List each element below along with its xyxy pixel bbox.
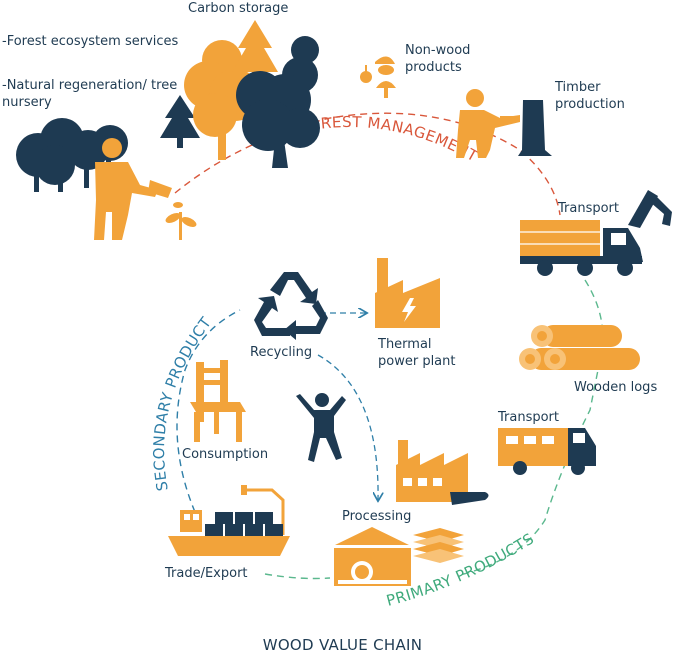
wooden-logs-label: Wooden logs — [574, 380, 658, 395]
non-wood-label-line1: Non-wood — [405, 43, 471, 58]
lumberjack-icon — [456, 89, 552, 158]
delivery-truck-icon — [498, 428, 596, 475]
wooden-logs-icon — [519, 325, 640, 370]
mushroom-icon — [360, 56, 396, 98]
trade-path — [264, 573, 331, 580]
timber-label-line2: production — [555, 97, 625, 112]
recycling-to-processing-arrow — [317, 354, 378, 500]
natural-regeneration-label-line2: nursery — [2, 95, 52, 110]
secondary-products-path — [176, 309, 241, 513]
cargo-ship-icon — [168, 485, 290, 556]
forest-cluster-icon — [160, 20, 320, 168]
factory-icon — [396, 440, 489, 505]
forest-management-label: FOREST MANAGEMENT — [298, 113, 482, 166]
power-plant-icon — [375, 258, 440, 328]
seedling-icon — [165, 202, 197, 240]
trade-export-label: Trade/Export — [165, 566, 248, 581]
secondary-products-label: SECONDARY PRODUCTS — [0, 0, 215, 492]
natural-regeneration-label-line1: -Natural regeneration/ tree — [2, 78, 178, 93]
plywood-icon — [413, 528, 464, 563]
log-truck-icon — [520, 190, 672, 276]
thermal-label-line1: Thermal — [378, 337, 432, 352]
processing-label: Processing — [342, 509, 412, 524]
thermal-label-line2: power plant — [378, 354, 456, 369]
timber-label-line1: Timber — [555, 80, 601, 95]
non-wood-label-line2: products — [405, 60, 462, 75]
gardener-icon — [94, 138, 172, 240]
recycle-icon — [254, 272, 328, 340]
forest-services-label: -Forest ecosystem services — [2, 34, 179, 49]
carbon-storage-label: Carbon storage — [188, 1, 289, 16]
forest-management-path — [174, 112, 561, 216]
page-title: WOOD VALUE CHAIN — [262, 636, 423, 654]
chair-icon — [190, 360, 246, 442]
sawmill-icon — [334, 527, 411, 586]
consumption-label: Consumption — [182, 447, 269, 462]
transport-top-label: Transport — [558, 201, 620, 216]
transport-mid-label: Transport — [498, 410, 560, 425]
primary-products-path — [459, 279, 604, 576]
recycling-label: Recycling — [250, 345, 313, 360]
person-icon — [296, 393, 346, 462]
